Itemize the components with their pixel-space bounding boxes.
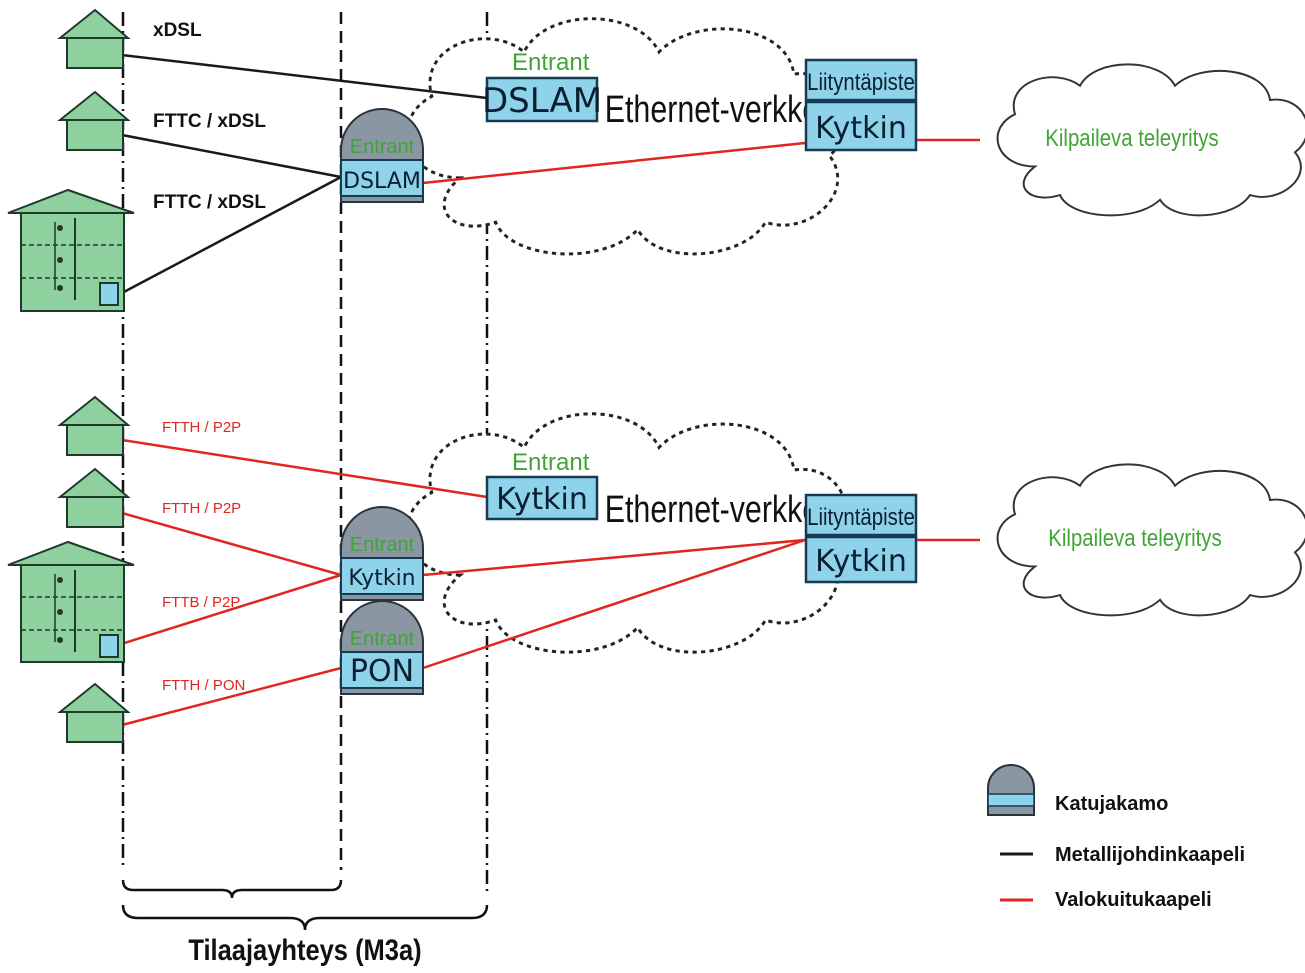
fiber-cable-bottom-1 [121, 438, 488, 499]
cabinet-dslam-label: DSLAM [343, 169, 421, 194]
interconnect-switch-label: Kytkin [815, 111, 907, 146]
fiber-cable-bottom-3 [117, 573, 342, 647]
fiber-cable-top-1 [422, 141, 806, 185]
entrant-label: Entrant [350, 534, 415, 556]
street-cabinet-switch [340, 506, 424, 601]
link-label-xdsl: xDSL [153, 20, 202, 41]
interconnect-switch-label: Kytkin [815, 544, 907, 579]
house-icon [57, 467, 131, 528]
fiber-cable-bottom-4 [121, 666, 342, 727]
brace-large [121, 904, 489, 931]
metal-cable-top-2 [121, 133, 342, 179]
street-cabinet-pon [340, 600, 424, 695]
house-icon [57, 8, 131, 69]
competitor-cloud-bottom [996, 463, 1305, 617]
metal-cable-top-3 [121, 175, 342, 295]
link-label-ftth-p2p: FTTH / P2P [162, 419, 241, 436]
central-dslam-label: DSLAM [482, 81, 602, 121]
competitor-label: Kilpaileva teleyritys [1045, 124, 1218, 151]
legend-label-metal: Metallijohdinkaapeli [1055, 844, 1245, 866]
interconnect-box-top [804, 58, 918, 102]
entrant-label: Entrant [512, 449, 590, 476]
legend-label-fiber: Valokuitukaapeli [1055, 889, 1212, 911]
cabinet-switch-label: Kytkin [348, 566, 415, 591]
fiber-cable-bottom-6 [422, 538, 806, 670]
house-icon [57, 90, 131, 151]
central-dslam-box [485, 76, 599, 123]
entrant-label: Entrant [512, 49, 590, 76]
entrant-label: Entrant [350, 136, 415, 158]
interconnect-switch-box-bottom [804, 535, 918, 584]
house-icon [57, 395, 131, 456]
ethernet-network-label: Ethernet-verkko [605, 89, 820, 131]
interconnect-switch-box-top [804, 100, 918, 152]
entrant-label: Entrant [350, 628, 415, 650]
link-label-fttb-p2p: FTTB / P2P [162, 594, 240, 611]
legend-label-cabinet: Katujakamo [1055, 793, 1168, 815]
link-label-ftth-pon: FTTH / PON [162, 677, 245, 694]
link-label-ftth-p2p: FTTH / P2P [162, 500, 241, 517]
central-switch-box [485, 475, 599, 521]
cabinet-pon-label: PON [350, 654, 414, 689]
street-cabinet-dslam [340, 108, 424, 203]
ethernet-cloud-top [405, 17, 849, 256]
legend-cabinet-icon [987, 764, 1035, 816]
interconnect-point-label: Liityntäpiste [807, 68, 915, 95]
subscriber-connection-title: Tilaajayhteys (M3a) [188, 933, 421, 966]
link-label-fttc-xdsl: FTTC / xDSL [153, 192, 266, 213]
central-switch-label: Kytkin [496, 482, 588, 517]
ethernet-cloud-bottom [405, 412, 849, 654]
interconnect-box-bottom [804, 493, 918, 537]
interconnect-point-label: Liityntäpiste [807, 503, 915, 530]
ethernet-network-label: Ethernet-verkko [605, 489, 820, 531]
apartment-building-icon [7, 540, 135, 663]
competitor-cloud-top [996, 63, 1305, 217]
brace-small [121, 879, 343, 899]
fiber-cable-bottom-5 [422, 538, 806, 577]
house-icon [57, 682, 131, 743]
metal-cable-top-1 [121, 53, 488, 100]
competitor-label: Kilpaileva teleyritys [1048, 524, 1221, 551]
apartment-building-icon [7, 188, 135, 312]
fiber-cable-bottom-2 [121, 511, 342, 577]
link-label-fttc-xdsl: FTTC / xDSL [153, 111, 266, 132]
